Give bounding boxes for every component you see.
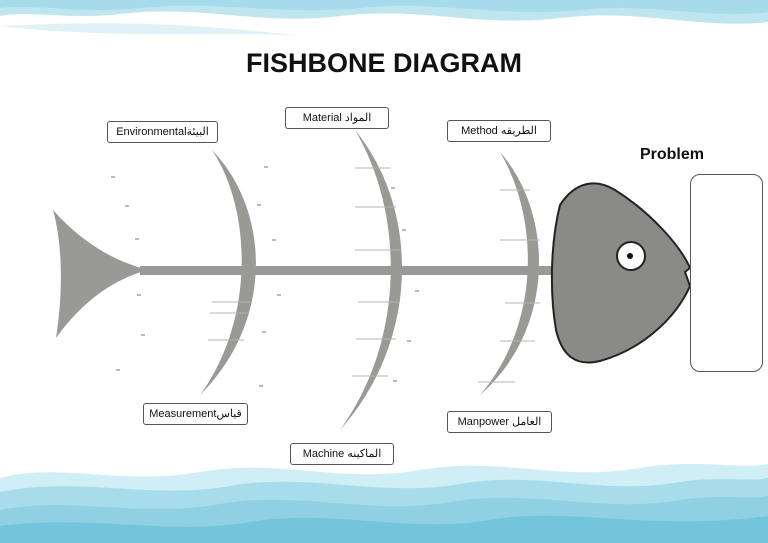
category-environmental[interactable]: Environmentalالبيئة xyxy=(107,121,218,143)
top-wave-decoration xyxy=(0,0,768,36)
rib-bone-2 xyxy=(340,130,403,430)
fish-pupil xyxy=(627,253,633,259)
bottom-wave-decoration xyxy=(0,463,768,543)
problem-box[interactable] xyxy=(690,174,763,372)
page-title: FISHBONE DIAGRAM xyxy=(246,48,522,78)
category-material[interactable]: Material المواد xyxy=(285,107,389,129)
category-manpower[interactable]: Manpower العامل xyxy=(447,411,552,433)
fish-head xyxy=(550,182,692,364)
category-method[interactable]: Method الطريقه xyxy=(447,120,551,142)
dash-marks xyxy=(111,166,419,387)
problem-label: Problem xyxy=(639,146,704,163)
fish-tail xyxy=(53,210,148,338)
category-machine[interactable]: Machine الماكينه xyxy=(290,443,394,465)
rib-bone-1 xyxy=(200,150,256,395)
fish-spine xyxy=(140,266,560,275)
rib-bone-3 xyxy=(480,152,540,395)
category-measurement[interactable]: Measurementقياس xyxy=(143,403,248,425)
sub-cause-lines xyxy=(208,167,540,383)
